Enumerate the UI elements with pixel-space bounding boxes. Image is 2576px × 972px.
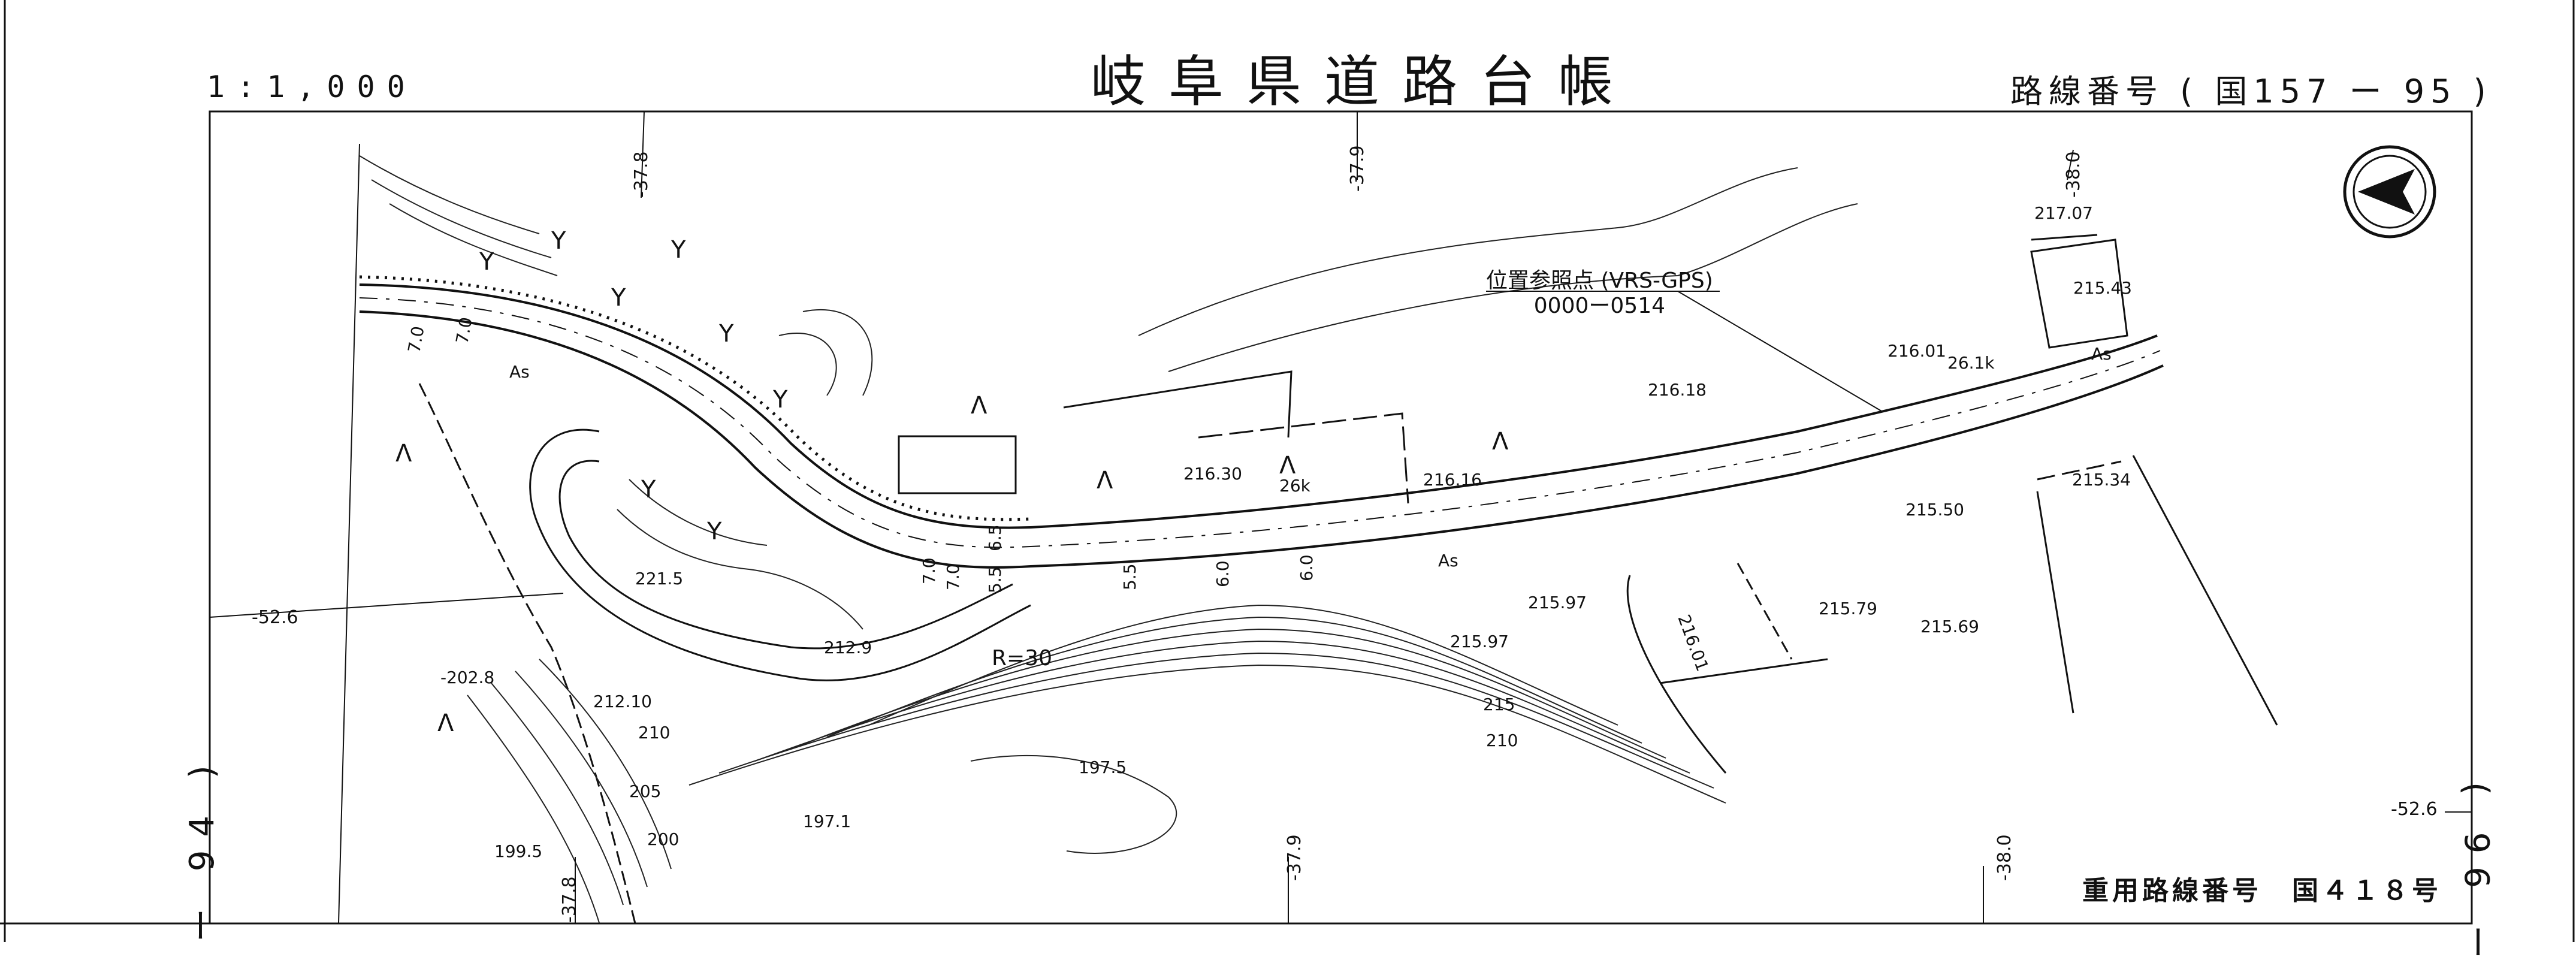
elev-215-43: 215.43 [2073,278,2132,298]
elev-216-01-b: 216.01 [1674,612,1713,674]
page-title: 岐阜県道路台帳 [1091,50,1636,114]
margin-top-mid: -37.9 [1347,145,1368,192]
svg-text:7.0: 7.0 [919,557,939,584]
surface-as-2: As [1438,551,1458,570]
reference-point-label: 位置参照点 (VRS-GPS) [1486,268,1713,293]
svg-text:Y: Y [479,248,494,276]
elev-215-69: 215.69 [1920,617,1979,636]
chainage-26-1k: 26.1k [1947,353,1995,373]
map-scale: 1:1,000 [207,70,417,104]
elev-197-5: 197.5 [1079,757,1127,777]
leader-lines [209,111,2472,924]
svg-text:5.5: 5.5 [1120,563,1140,590]
map-frame [209,110,2473,925]
adjacent-sheet-right: ( 96 ー [2457,782,2496,972]
margin-bottom-right: -38.0 [1994,834,2015,881]
svg-text:Λ: Λ [395,440,412,467]
parcels [898,234,2278,774]
svg-text:6.0: 6.0 [1213,560,1233,587]
surface-as-3: As [2091,344,2112,364]
elev-217-07: 217.07 [2034,203,2093,223]
svg-text:Y: Y [772,386,788,413]
contour-210-b: 210 [1486,730,1518,750]
adjacent-sheet-left: ー 94 ) [183,752,222,942]
margin-left-mid: -52.6 [252,607,298,628]
margin-values: -52.6 -52.6 -37.8 -37.9 -37.8 -37.9 -38.… [252,145,2438,923]
elev-216-16: 216.16 [1423,470,1482,490]
svg-text:Y: Y [718,320,734,348]
svg-text:6.0: 6.0 [1297,554,1316,581]
compass-icon [2343,145,2436,239]
svg-text:Y: Y [551,227,566,255]
elev-212-10: 212.10 [593,692,652,711]
elev-216-30: 216.30 [1183,464,1242,484]
svg-text:7.0: 7.0 [943,563,963,590]
svg-text:Λ: Λ [1097,467,1113,494]
svg-text:Λ: Λ [437,710,454,737]
margin-bottom-mid: -37.9 [1284,834,1305,881]
svg-text:6.5: 6.5 [985,524,1005,551]
svg-text:Λ: Λ [971,392,987,419]
elevation-labels: 217.07 215.43 216.01 216.18 216.30 216.1… [440,203,2132,861]
route-number: 路線番号 ( 国157 ー 95 ) [2010,73,2492,110]
svg-text:Y: Y [671,236,686,264]
road-ledger-map: Y Y Y Y Y Y Y Y Λ Λ Λ Λ Λ Λ 217.07 215.43 216.01 … [0,0,2575,942]
svg-text:Λ: Λ [1279,452,1296,479]
elev-215-97-b: 215.97 [1528,593,1587,612]
overlap-route-number: 重用路線番号 国４１８号 [2082,876,2442,906]
svg-text:7.0: 7.0 [404,325,428,355]
elev-212-9: 212.9 [824,638,872,657]
svg-text:Λ: Λ [1492,428,1509,455]
elev-215-97-a: 215.97 [1450,632,1509,651]
contour-215: 215 [1483,695,1515,714]
curve-radius: R=30 [992,646,1052,671]
elev-199-5: 199.5 [494,841,542,861]
svg-text:Y: Y [611,284,626,312]
chainage-26k: 26k [1279,476,1311,496]
margin-bottom-left: -37.8 [559,876,580,923]
margin-right-mid: -52.6 [2391,799,2438,820]
reference-point-code: 0000ー0514 [1533,294,1666,318]
margin-top-left: -37.8 [631,151,652,198]
surface-as-1: As [509,362,530,382]
elev-215-79: 215.79 [1819,599,1877,618]
road-dimension-labels: As As As 7.0 7.0 5.5 6.0 6.0 5.5 7.0 7.0… [404,316,2111,593]
loop-road [418,383,1031,924]
contour-210: 210 [638,723,670,742]
svg-text:7.0: 7.0 [452,316,476,346]
elev-216-01: 216.01 [1888,341,1946,361]
contour-lines [359,155,1858,923]
reference-point: 位置参照点 (VRS-GPS) 0000ー0514 [1486,268,1713,319]
main-road [359,275,2164,569]
svg-text:Y: Y [641,476,656,503]
vegetation-symbols: Y Y Y Y Y Y Y Y Λ Λ Λ Λ Λ Λ [395,227,1509,737]
elev-215-50: 215.50 [1905,500,1964,520]
svg-text:5.5: 5.5 [985,566,1005,593]
contour-205: 205 [629,781,661,801]
elev-215-34: 215.34 [2072,470,2131,490]
contour-200: 200 [647,829,679,849]
elev-197-1: 197.1 [803,811,851,831]
elev-216-18: 216.18 [1648,380,1707,400]
svg-text:Y: Y [706,518,722,545]
elev-202-8: -202.8 [440,668,494,687]
margin-top-right: -38.0 [2063,151,2084,198]
elev-221-5: 221.5 [635,569,683,588]
